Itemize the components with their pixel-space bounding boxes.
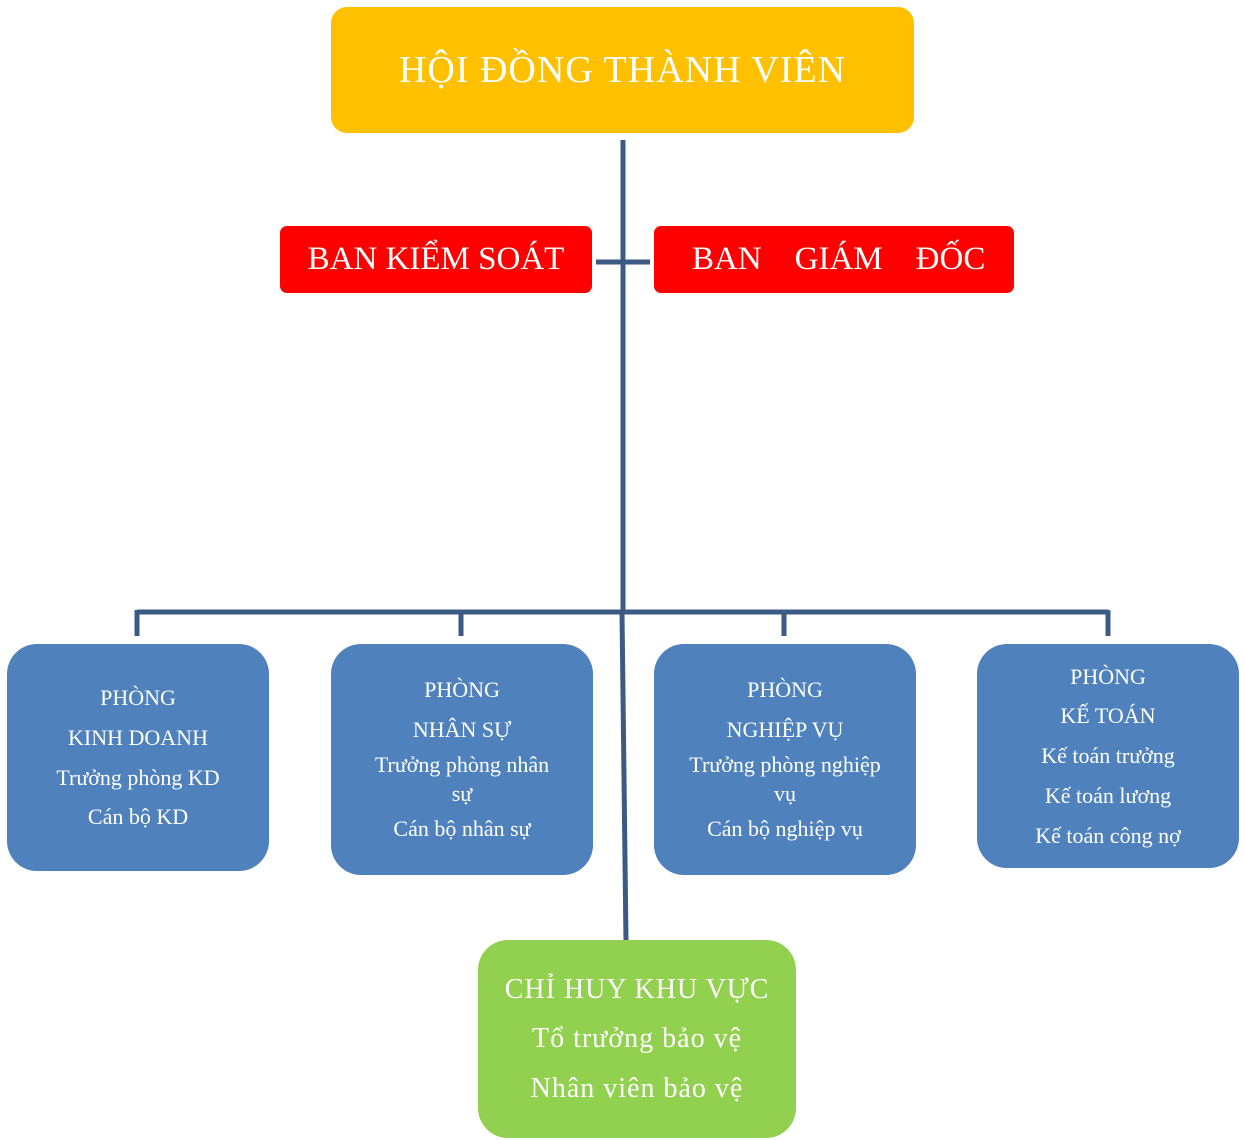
department-nghiep-vu-box: PHÒNG NGHIỆP VỤ Trưởng phòng nghiệp vụ C… bbox=[654, 644, 916, 875]
department-ke-toan-box: PHÒNG KẾ TOÁN Kế toán trưởng Kế toán lươ… bbox=[977, 644, 1239, 868]
department-role: Cán bộ KD bbox=[87, 804, 189, 830]
department-prefix: PHÒNG bbox=[747, 677, 823, 703]
department-kinh-doanh-box: PHÒNG KINH DOANH Trưởng phòng KD Cán bộ … bbox=[7, 644, 269, 871]
department-role: Trưởng phòng nghiệp bbox=[689, 751, 881, 777]
department-prefix: PHÒNG bbox=[424, 677, 500, 703]
department-role: Trưởng phòng nhân bbox=[374, 751, 550, 777]
department-name: NHÂN SỰ bbox=[412, 716, 512, 742]
security-role: Tổ trưởng bảo vệ bbox=[531, 1023, 743, 1055]
supervisory-box: BAN KIỂM SOÁT bbox=[280, 226, 592, 293]
security-role: Nhân viên bảo vệ bbox=[530, 1072, 744, 1104]
department-nhan-su-box: PHÒNG NHÂN SỰ Trưởng phòng nhân sự Cán b… bbox=[331, 644, 593, 875]
security-title: CHỈ HUY KHU VỰC bbox=[504, 973, 770, 1005]
department-role: sự bbox=[451, 781, 473, 807]
department-name: NGHIỆP VỤ bbox=[726, 716, 844, 742]
department-role: Cán bộ nghiệp vụ bbox=[707, 816, 863, 842]
security-box: CHỈ HUY KHU VỰC Tổ trưởng bảo vệ Nhân vi… bbox=[478, 940, 796, 1138]
trunk-line-lower bbox=[619, 611, 629, 943]
directors-title: BAN GIÁM ĐỐC bbox=[692, 241, 986, 277]
department-prefix: PHÒNG bbox=[100, 685, 176, 711]
department-role: Kế toán lương bbox=[1044, 782, 1172, 808]
department-role: Cán bộ nhân sự bbox=[393, 816, 531, 842]
department-name: KẾ TOÁN bbox=[1060, 703, 1156, 729]
department-role: Trưởng phòng KD bbox=[56, 764, 220, 790]
department-prefix: PHÒNG bbox=[1070, 663, 1146, 689]
board-box: HỘI ĐỒNG THÀNH VIÊN bbox=[331, 7, 914, 133]
department-role: Kế toán trưởng bbox=[1041, 743, 1175, 769]
department-role: Kế toán công nợ bbox=[1035, 822, 1181, 848]
directors-box: BAN GIÁM ĐỐC bbox=[654, 226, 1014, 293]
board-title: HỘI ĐỒNG THÀNH VIÊN bbox=[398, 49, 847, 91]
department-role: vụ bbox=[774, 781, 796, 807]
supervisory-title: BAN KIỂM SOÁT bbox=[307, 241, 565, 277]
department-name: KINH DOANH bbox=[68, 724, 208, 750]
